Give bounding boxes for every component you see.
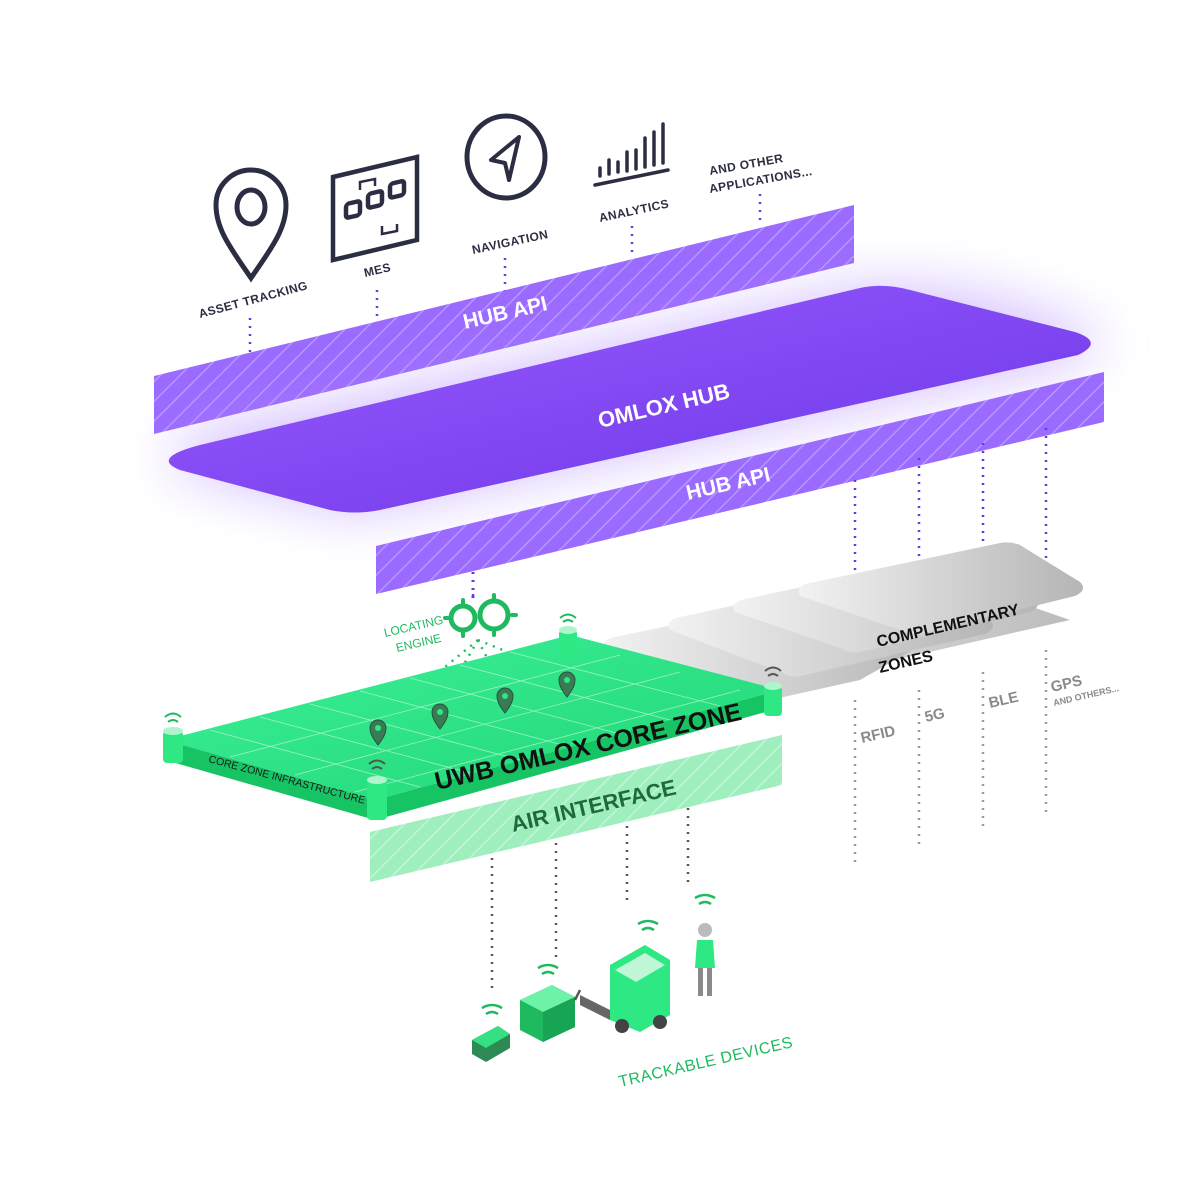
location-pin-icon xyxy=(369,671,576,746)
app-mes: MES xyxy=(330,154,420,326)
trackable-devices: TRACKABLE DEVICES xyxy=(472,893,795,1091)
navigation-arrow-icon xyxy=(464,113,548,201)
forklift-device-icon xyxy=(580,919,670,1033)
omlox-hub-slab xyxy=(168,285,1098,513)
hub-connectors xyxy=(471,428,1048,600)
worker-device-icon xyxy=(694,893,716,996)
pallet-device-icon xyxy=(520,963,582,1042)
tech-rfid-label: RFID xyxy=(859,722,897,746)
app-label-asset-tracking: ASSET TRACKING xyxy=(197,278,309,321)
map-pin-icon xyxy=(213,167,289,283)
app-label-mes: MES xyxy=(363,260,393,280)
bar-chart-icon xyxy=(593,122,670,187)
complementary-zones: COMPLEMENTARY ZONES xyxy=(603,542,1084,701)
robot-device-icon xyxy=(472,1003,510,1062)
tech-5g-label: 5G xyxy=(923,705,946,726)
trackable-devices-label: TRACKABLE DEVICES xyxy=(617,1034,795,1091)
app-asset-tracking: ASSET TRACKING xyxy=(197,167,309,356)
hub-api-top-band: HUB API xyxy=(154,205,854,434)
device-connectors xyxy=(490,808,690,990)
app-navigation: NAVIGATION xyxy=(464,113,550,292)
app-analytics: ANALYTICS xyxy=(593,122,671,258)
anchor-tower xyxy=(367,759,387,820)
hub-api-bottom-band: HUB API xyxy=(376,372,1104,594)
technology-labels: RFID 5G BLE GPS AND OTHERS... xyxy=(859,672,1120,747)
app-other: AND OTHER APPLICATIONS... xyxy=(708,151,813,226)
tech-ble-label: BLE xyxy=(987,689,1020,712)
technology-drop-lines xyxy=(853,650,1048,862)
tech-gps-label: GPS xyxy=(1049,672,1084,696)
anchor-tower xyxy=(559,613,577,660)
anchor-tower xyxy=(764,666,782,716)
anchor-tower xyxy=(163,712,183,763)
process-flow-icon xyxy=(330,154,420,263)
app-label-navigation: NAVIGATION xyxy=(471,227,550,257)
app-label-analytics: ANALYTICS xyxy=(598,196,671,224)
gears-icon xyxy=(443,593,518,638)
anchor-towers xyxy=(163,613,782,820)
